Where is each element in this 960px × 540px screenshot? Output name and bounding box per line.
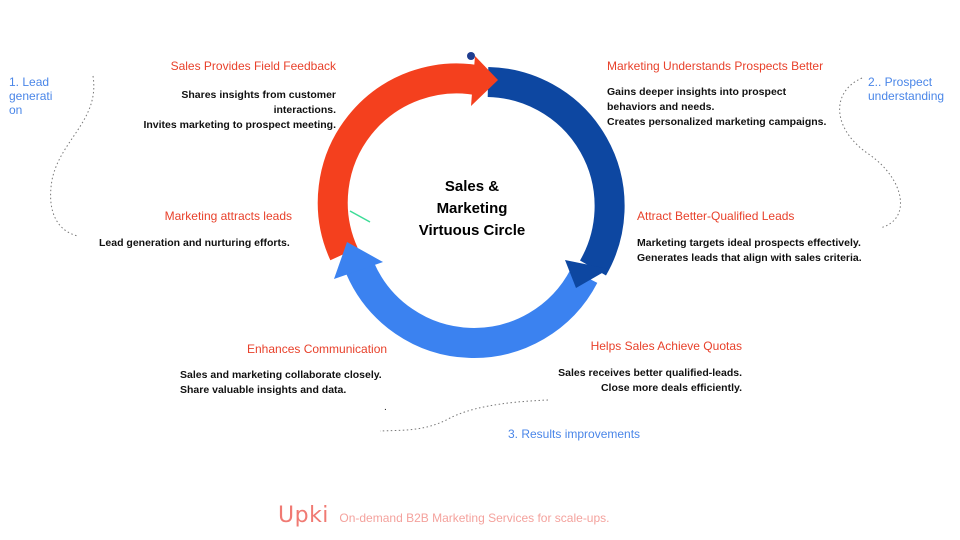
communication-description: Sales and marketing collaborate closely.…	[180, 368, 410, 398]
marker-line-left	[349, 210, 371, 223]
center-title: Sales & Marketing Virtuous Circle	[396, 176, 548, 242]
communication-line2: Share valuable insights and data.	[180, 384, 347, 396]
center-title-line2: Marketing	[436, 200, 508, 217]
lead-stage-connector	[50, 75, 95, 237]
footer-tagline: On-demand B2B Marketing Services for sca…	[339, 511, 610, 525]
center-title-line3: Virtuous Circle	[418, 222, 526, 239]
better-qualified-description: Marketing targets ideal prospects effect…	[637, 236, 887, 266]
attracts-leads-title: Marketing attracts leads	[164, 209, 292, 223]
field-feedback-line2: interactions.	[273, 104, 336, 116]
marker-dot-top	[467, 52, 475, 60]
stage-label-prospect-line2: understanding	[868, 89, 945, 103]
communication-line1: Sales and marketing collaborate closely.	[180, 369, 382, 381]
communication-title: Enhances Communication	[247, 342, 388, 356]
understands-prospects-line1: Gains deeper insights into prospect	[607, 86, 787, 98]
field-feedback-line3: Invites marketing to prospect meeting.	[143, 119, 336, 131]
results-stage-connector	[379, 399, 549, 432]
understands-prospects-line2: behaviors and needs.	[607, 101, 715, 113]
navy-arrowhead	[565, 260, 609, 288]
better-qualified-line2: Generates leads that align with sales cr…	[637, 252, 862, 264]
navy-arc	[487, 67, 625, 276]
quotas-title: Helps Sales Achieve Quotas	[590, 339, 742, 353]
attracts-leads-description: Lead generation and nurturing efforts.	[99, 237, 290, 249]
field-feedback-description: Shares insights from customer interactio…	[116, 88, 336, 133]
red-arrowhead	[471, 56, 498, 106]
better-qualified-line1: Marketing targets ideal prospects effect…	[637, 237, 861, 249]
field-feedback-line1: Shares insights from customer	[181, 89, 336, 101]
center-title-line1: Sales &	[444, 178, 500, 195]
stage-label-results: 3. Results improvements	[508, 427, 641, 441]
quotas-line1: Sales receives better qualified-leads.	[558, 367, 742, 379]
stage-label-prospect-understanding: 2.. Prospect understanding	[868, 75, 944, 103]
upki-logo: Upki	[278, 503, 329, 528]
field-feedback-title: Sales Provides Field Feedback	[170, 59, 336, 73]
understands-prospects-title: Marketing Understands Prospects Better	[607, 59, 824, 73]
red-arc	[317, 63, 486, 261]
understands-prospects-line3: Creates personalized marketing campaigns…	[607, 116, 827, 128]
better-qualified-title: Attract Better-Qualified Leads	[637, 209, 795, 223]
stage-label-lead-generation: 1. Lead generati on	[9, 75, 53, 117]
footer-branding: Upki On-demand B2B Marketing Services fo…	[278, 503, 610, 528]
quotas-description: Sales receives better qualified-leads. C…	[512, 366, 742, 396]
blue-arc	[346, 261, 598, 358]
stage-label-prospect-line1: 2.. Prospect	[868, 75, 933, 89]
blue-arrowhead	[334, 242, 383, 279]
marker-period: .	[384, 402, 387, 413]
understands-prospects-description: Gains deeper insights into prospect beha…	[607, 85, 857, 130]
quotas-line2: Close more deals efficiently.	[600, 382, 742, 394]
